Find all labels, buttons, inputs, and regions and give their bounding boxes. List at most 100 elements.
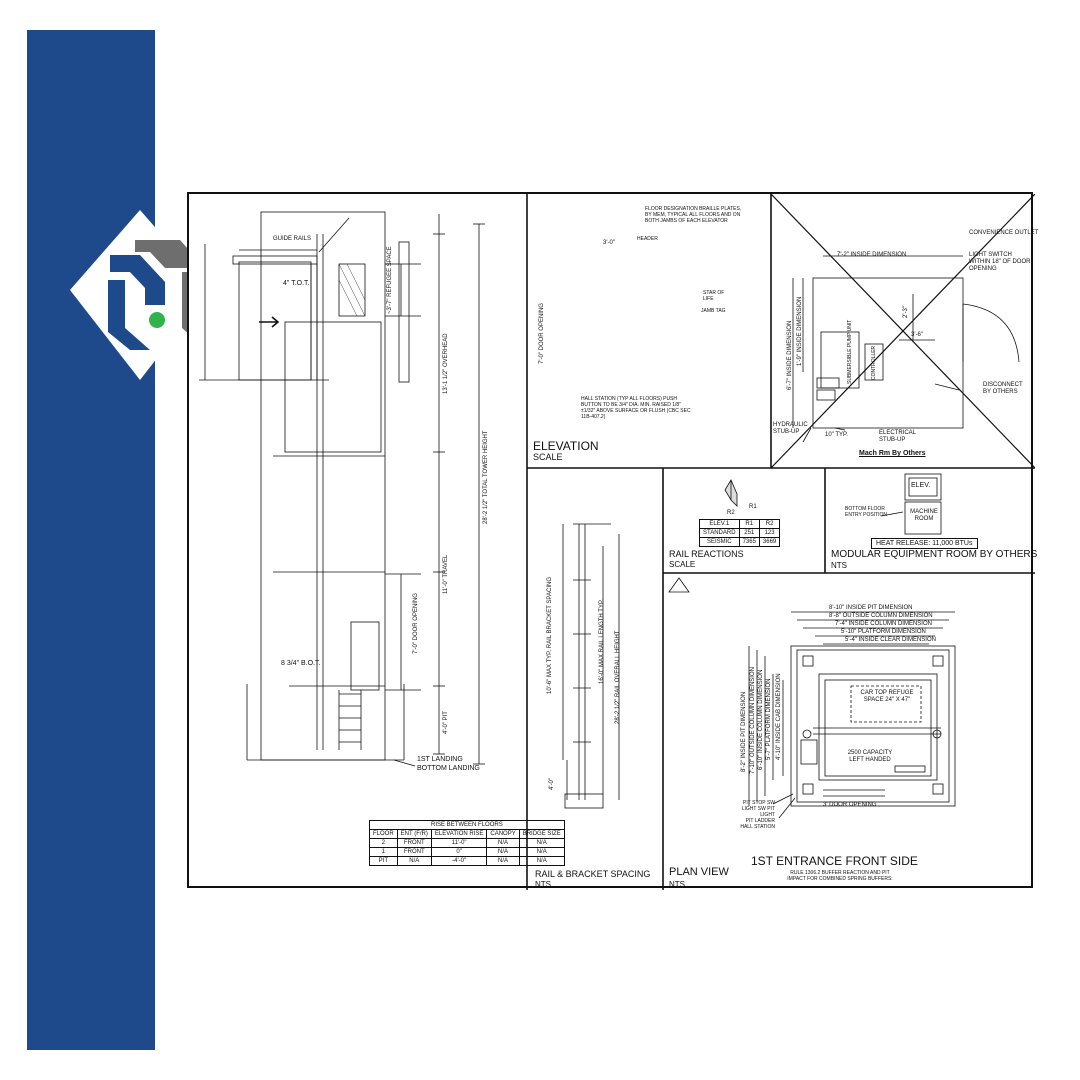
table-header: CANOPY (486, 829, 520, 839)
elevation-scale: SCALE (533, 452, 563, 462)
plan-d2: 8'-8" OUTSIDE COLUMN DIMENSION (829, 613, 933, 619)
machine-room-box-label: MACHINE ROOM (910, 509, 938, 522)
drawing-sheet: GUIDE RAILS 4" T.O.T. ~3'-7" REFUGEE SPA… (187, 192, 1038, 890)
electrical-stub-label: ELECTRICAL STUB-UP (879, 430, 916, 443)
table-cell: 0" (430, 847, 488, 857)
plan-door-opening-label: 3' DOOR OPENING (823, 802, 877, 808)
refuge-dim: ~3'-7" REFUGEE SPACE (387, 246, 393, 314)
door-opening-dim: 7'-0" DOOR OPENING (413, 593, 419, 654)
modular-room-scale: NTS (831, 561, 847, 570)
table-cell: FRONT (396, 847, 432, 857)
plan-d1: 8'-10" INSIDE PIT DIMENSION (829, 605, 913, 611)
controller-label: CONTROLLER (871, 345, 877, 380)
first-landing-label: 1ST LANDING (417, 756, 463, 763)
rail-overall-dim: 28'-2 1/2" RAIL OVERALL HEIGHT (615, 630, 621, 724)
table-cell: N/A (518, 856, 565, 866)
car-top-refuge-label: CAR TOP REFUGE SPACE 24" X 47" (860, 690, 914, 703)
table-cell: SEISMIC (699, 537, 740, 547)
rise-between-floors-table: RISE BETWEEN FLOORS FLOOR ENT (F/R) ELEV… (369, 820, 565, 866)
buffer-rule-note: RULE 1306.2 BUFFER REACTION AND PIT IMPA… (787, 870, 893, 882)
table-cell: 123 (758, 528, 781, 538)
table-cell: N/A (518, 847, 565, 857)
pump-unit-label: SUBMERSIBLE PUMP UNIT (847, 319, 853, 384)
table-cell: N/A (486, 847, 520, 857)
jamb-tag-label: JAMB TAG (701, 308, 726, 314)
plan-v4: 5'-7" PLATFORM DIMENSION (766, 678, 772, 760)
table-header: R1 (738, 519, 760, 529)
table-cell: FRONT (396, 838, 432, 848)
table-cell: 251 (738, 528, 760, 538)
hydraulic-stub-label: HYDRAULIC STUB-UP (773, 422, 808, 435)
mach-dim-36: 3'-6" (911, 332, 923, 338)
pit-stop-label: PIT STOP SW LIGHT SW PIT LIGHT (741, 800, 775, 818)
plan-v3: 6'-10" INSIDE COLUMN DIMENSION (758, 669, 764, 770)
table-cell: 3669 (758, 537, 781, 547)
table-cell: N/A (518, 838, 565, 848)
plan-view-scale: NTS (669, 880, 685, 889)
entrance-title: 1ST ENTRANCE FRONT SIDE (751, 854, 918, 868)
table-cell: 1 (369, 847, 398, 857)
rise-table-title: RISE BETWEEN FLOORS (369, 820, 565, 830)
modular-room-title: MODULAR EQUIPMENT ROOM BY OTHERS (831, 549, 1038, 560)
capacity-label: 2500 CAPACITY LEFT HANDED (847, 750, 893, 763)
tower-height-dim: 28'-2 1/2" TOTAL TOWER HEIGHT (483, 430, 489, 524)
r2-label: R2 (727, 510, 735, 516)
plan-v1: 8'-2" INSIDE PIT DIMENSION (741, 691, 747, 772)
table-row: PIT N/A -4'-0" N/A N/A (369, 856, 565, 866)
drawing-linework (199, 194, 1035, 890)
rail-spacing-scale: NTS (535, 880, 551, 889)
table-cell: STANDARD (699, 528, 740, 538)
rail-reactions-scale: SCALE (669, 560, 696, 569)
bot-label: 8 3/4" B.O.T. (281, 660, 321, 667)
mach-inside-dim-h: 7'-2" INSIDE DIMENSION (837, 252, 907, 258)
header-label: HEADER (637, 236, 658, 242)
plan-d3: 7'-4" INSIDE COLUMN DIMENSION (835, 621, 932, 627)
overhead-dim: 13'-1 1/2" OVERHEAD (443, 333, 449, 394)
table-header: R2 (758, 519, 781, 529)
table-header: ELEVATION RISE (430, 829, 488, 839)
table-cell: 7365 (738, 537, 760, 547)
elev-box-label: ELEV. (911, 482, 931, 489)
mach-inside-dim-v1: 6'-7" INSIDE DIMENSION (787, 320, 793, 390)
mach-inside-dim-v2: 1'-9" INSIDE DIMENSION (797, 296, 803, 366)
table-row: SEISMIC 7365 3669 (699, 537, 781, 547)
table-header: BRIDGE SIZE (518, 829, 565, 839)
mach-dim-2: 2'-3" (903, 306, 909, 318)
table-row: STANDARD 251 123 (699, 528, 781, 538)
disconnect-label: DISCONNECT BY OTHERS (983, 382, 1023, 395)
plan-v5: 4'-10" INSIDE CAB DIMENSION (776, 673, 782, 760)
table-row: 1 FRONT 0" N/A N/A (369, 847, 565, 857)
pit-ladder-label: PIT LADDER HALL STATION (740, 818, 775, 830)
light-switch-label: LIGHT SWITCH WITHIN 18" OF DOOR OPENING (969, 252, 1031, 272)
mach-room-footer: Mach Rm By Others (859, 450, 926, 457)
table-header: ELEV.1 (699, 519, 740, 529)
pit-dim: 4'-0" PIT (443, 711, 449, 734)
table-header: FLOOR (369, 829, 398, 839)
hall-station-note: HALL STATION (TYP ALL FLOORS) PUSH BUTTO… (581, 396, 691, 420)
rail-length-dim: 16'-0" MAX RAIL LENGTH TYP. (599, 599, 605, 684)
bottom-floor-label: BOTTOM FLOOR ENTRY POSITION (845, 506, 888, 518)
plan-v2: 7'-10" OUTSIDE COLUMN DIMENSION (750, 667, 756, 774)
plan-view-title: PLAN VIEW (669, 866, 729, 878)
bracket-spacing-dim: 10'-6" MAX TYP. RAIL BRACKET SPACING (547, 577, 553, 694)
typ-dim: 10" TYP. (825, 432, 848, 438)
tot-label: 4" T.O.T. (283, 280, 310, 287)
rail-reactions-title: RAIL REACTIONS (669, 549, 744, 559)
door-width-dim: 3'-0" (603, 240, 615, 246)
table-cell: -4'-0" (430, 856, 488, 866)
table-header: ENT (F/R) (396, 829, 432, 839)
table-cell: N/A (396, 856, 432, 866)
table-cell: N/A (486, 856, 520, 866)
table-cell: 11'-0" (430, 838, 488, 848)
star-of-life-label: STAR OF LIFE (703, 290, 725, 302)
plan-d4: 5'-10" PLATFORM DIMENSION (841, 629, 926, 635)
plan-d5: 5'-4" INSIDE CLEAR DIMENSION (845, 637, 936, 643)
guide-rails-label: GUIDE RAILS (273, 236, 312, 242)
elevation-door-opening-dim: 7'-0" DOOR OPENING (539, 303, 545, 364)
rail-reactions-table: ELEV.1 R1 R2 STANDARD 251 123 SEISMIC 73… (699, 519, 781, 547)
heat-release-label: HEAT RELEASE: 11,000 BTUs (871, 538, 978, 549)
brand-side-bar (27, 30, 155, 1050)
table-cell: 2 (369, 838, 398, 848)
rail-spacing-title: RAIL & BRACKET SPACING (535, 869, 651, 879)
elevation-title: ELEVATION (533, 439, 599, 453)
